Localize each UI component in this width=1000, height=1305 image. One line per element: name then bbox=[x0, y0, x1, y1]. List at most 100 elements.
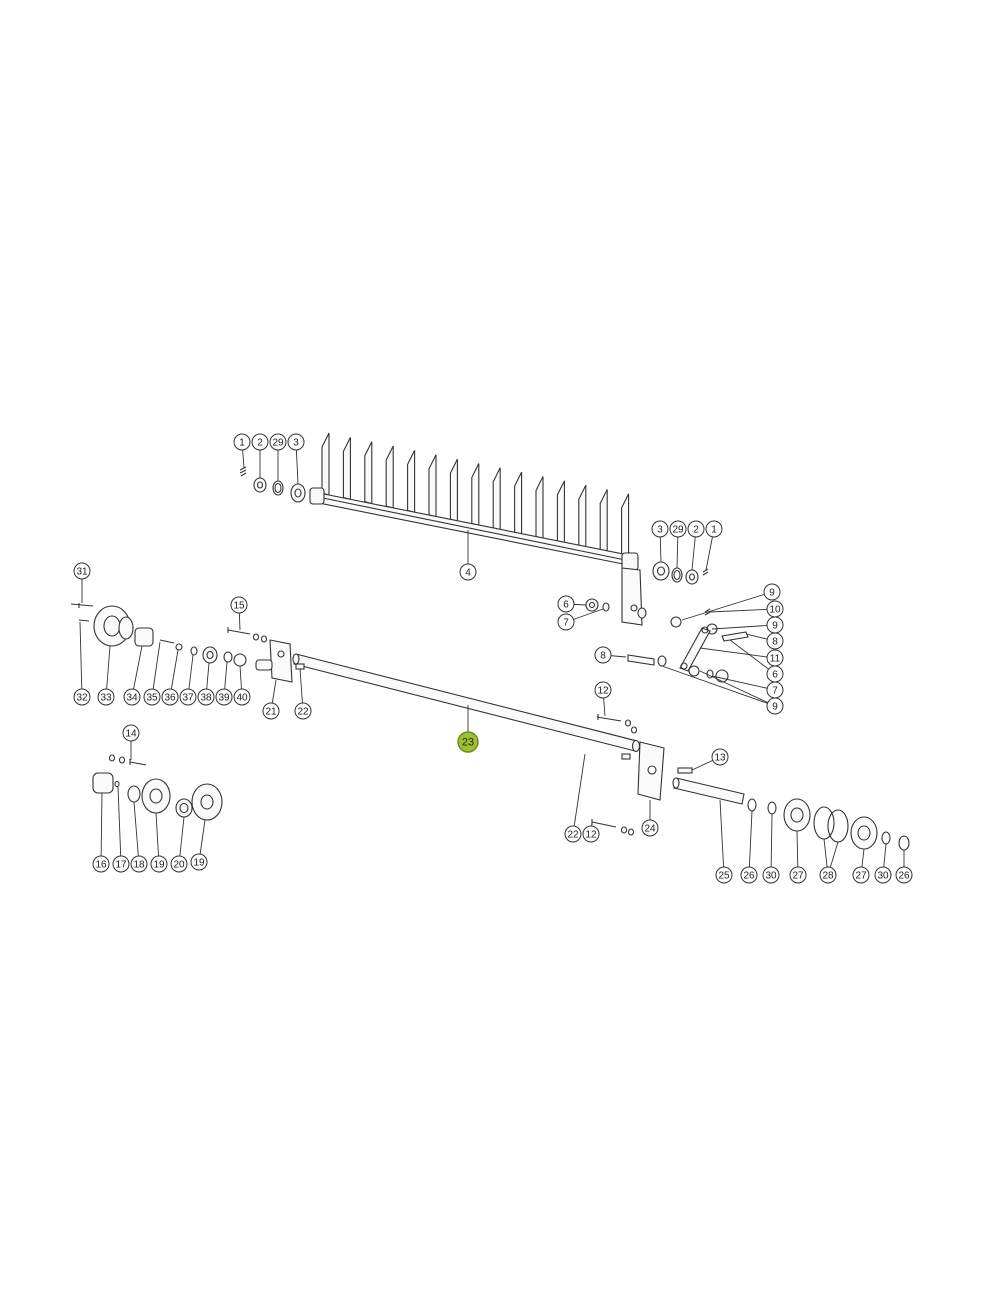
rake-tine bbox=[321, 432, 330, 496]
callout-bubble bbox=[143, 688, 161, 706]
callout-bubble bbox=[762, 866, 780, 884]
rake-tine bbox=[364, 441, 373, 505]
callout-35: 35 bbox=[143, 688, 161, 706]
callout-bubble bbox=[459, 563, 477, 581]
callout-number: 11 bbox=[770, 654, 781, 665]
callout-12: 12 bbox=[582, 825, 600, 843]
callout-number: 27 bbox=[792, 871, 804, 882]
callout-bubble bbox=[763, 583, 781, 601]
rake-right-end-parts bbox=[652, 561, 709, 585]
rake-tube-end-left bbox=[309, 487, 325, 505]
rake-tine bbox=[556, 480, 565, 544]
callout-18: 18 bbox=[130, 855, 148, 873]
callout-bubble bbox=[73, 562, 91, 580]
rake-arm-bracket bbox=[621, 567, 643, 626]
callout-15: 15 bbox=[230, 596, 248, 614]
rake-tine bbox=[385, 445, 394, 509]
callout-bubble bbox=[564, 825, 582, 843]
callout-number: 21 bbox=[265, 707, 277, 718]
callout-7: 7 bbox=[766, 681, 784, 699]
callout-bubble bbox=[594, 681, 612, 699]
leader-line bbox=[100, 792, 103, 865]
callout-number: 32 bbox=[76, 693, 88, 704]
callout-26: 26 bbox=[740, 866, 758, 884]
callout-bubble bbox=[122, 724, 140, 742]
leader-line bbox=[748, 810, 753, 876]
callout-number: 22 bbox=[567, 830, 579, 841]
callout-number: 30 bbox=[877, 871, 889, 882]
callout-bubble bbox=[582, 825, 600, 843]
callout-number: 7 bbox=[563, 618, 569, 629]
leader-line bbox=[711, 624, 776, 630]
callout-bubble bbox=[92, 855, 110, 873]
callout-bubble bbox=[740, 866, 758, 884]
callout-bubble bbox=[705, 520, 723, 538]
callout-number: 35 bbox=[146, 693, 158, 704]
leader-line bbox=[79, 621, 83, 698]
callout-number: 23 bbox=[462, 737, 474, 749]
callout-number: 2 bbox=[693, 525, 699, 536]
callout-33: 33 bbox=[97, 688, 115, 706]
callout-1: 1 bbox=[233, 433, 251, 451]
rake-tine bbox=[407, 450, 416, 514]
leader-line bbox=[661, 665, 776, 707]
callout-4: 4 bbox=[459, 563, 477, 581]
drive-stub-bearings bbox=[672, 777, 910, 851]
callout-bubble bbox=[97, 688, 115, 706]
rake-tube-end-right bbox=[621, 552, 639, 571]
callout-number: 28 bbox=[822, 871, 834, 882]
callout-number: 26 bbox=[898, 871, 910, 882]
rake-tine bbox=[342, 437, 351, 501]
callout-6: 6 bbox=[557, 595, 575, 613]
callout-bubble bbox=[669, 520, 687, 538]
callout-bubble bbox=[294, 702, 312, 720]
callout-6: 6 bbox=[766, 665, 784, 683]
callout-12: 12 bbox=[594, 681, 612, 699]
callout-number: 37 bbox=[182, 693, 194, 704]
callout-number: 13 bbox=[714, 753, 726, 764]
callout-number: 9 bbox=[769, 588, 775, 599]
callout-number: 9 bbox=[772, 621, 778, 632]
callout-number: 3 bbox=[293, 438, 299, 449]
leader-line bbox=[699, 670, 776, 707]
callout-bubble bbox=[130, 855, 148, 873]
rake-tine bbox=[471, 463, 480, 527]
callout-2: 2 bbox=[251, 433, 269, 451]
callout-number: 19 bbox=[193, 858, 205, 869]
callout-number: 29 bbox=[272, 438, 284, 449]
callout-22: 22 bbox=[294, 702, 312, 720]
callout-bubble bbox=[287, 433, 305, 451]
callout-9: 9 bbox=[766, 616, 784, 634]
callout-bubble bbox=[73, 688, 91, 706]
callout-number: 15 bbox=[233, 601, 245, 612]
callout-19: 19 bbox=[150, 855, 168, 873]
rake-tine bbox=[492, 467, 501, 531]
callout-number: 14 bbox=[125, 729, 137, 740]
callout-34: 34 bbox=[123, 688, 141, 706]
callout-number: 19 bbox=[153, 860, 165, 871]
callout-number: 30 bbox=[765, 871, 777, 882]
callout-8: 8 bbox=[766, 632, 784, 650]
callout-number: 24 bbox=[644, 824, 656, 835]
callout-27: 27 bbox=[789, 866, 807, 884]
callout-11: 11 bbox=[766, 649, 784, 667]
callout-number: 20 bbox=[173, 860, 185, 871]
callout-number: 6 bbox=[772, 670, 778, 681]
callout-bubble bbox=[215, 688, 233, 706]
callout-number: 16 bbox=[95, 860, 107, 871]
leader-line bbox=[133, 801, 140, 865]
callout-bubble bbox=[819, 866, 837, 884]
leader-line bbox=[709, 608, 776, 613]
callout-number: 10 bbox=[769, 605, 781, 616]
callout-bubble bbox=[687, 520, 705, 538]
callout-19: 19 bbox=[190, 853, 208, 871]
callout-28: 28 bbox=[819, 866, 837, 884]
callout-37: 37 bbox=[179, 688, 197, 706]
callout-25: 25 bbox=[715, 866, 733, 884]
callout-9: 9 bbox=[766, 697, 784, 715]
callout-bubble bbox=[852, 866, 870, 884]
callout-number: 27 bbox=[855, 871, 867, 882]
